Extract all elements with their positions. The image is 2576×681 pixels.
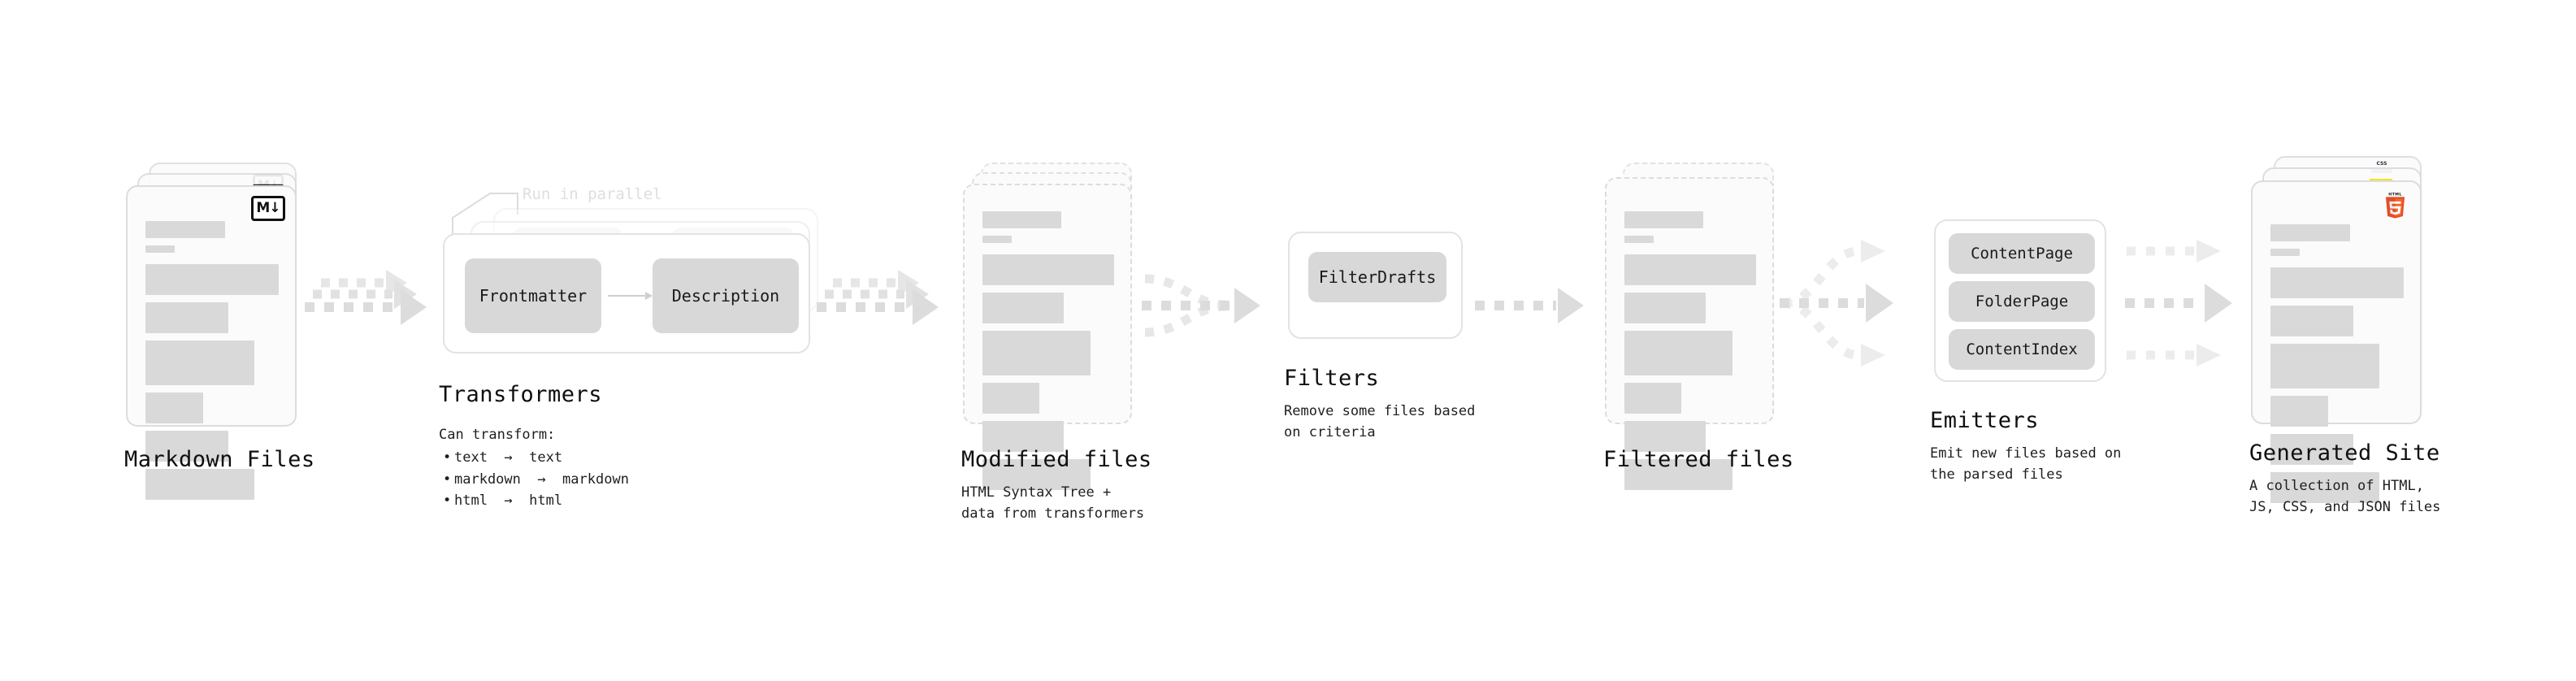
flow-arrow-6 [2125, 240, 2232, 367]
markdown-files-group: M↓ M↓ M↓ Markdown Files [124, 163, 314, 500]
placeholder-bar [145, 221, 226, 238]
transformer-chip-frontmatter[interactable]: Frontmatter [465, 258, 601, 333]
list-item: text → text [443, 447, 629, 469]
placeholder-bar [1624, 236, 1654, 243]
generated-site-caption-2: JS, CSS, and JSON files [2249, 499, 2441, 515]
placeholder-bar [982, 254, 1114, 285]
filtered-files-title: Filtered files [1603, 447, 1794, 472]
transformer-chip-description[interactable]: Description [653, 258, 799, 333]
placeholder-bar [145, 469, 255, 500]
filters-box: FilterDrafts [1288, 232, 1463, 339]
markdown-files-title: Markdown Files [124, 447, 315, 472]
modified-files-title: Modified files [961, 447, 1152, 472]
placeholder-bar [2270, 396, 2328, 427]
generated-card-stack: CSS HTML [2251, 156, 2422, 503]
filters-caption-1: Remove some files based [1284, 403, 1476, 419]
placeholder-bar [145, 340, 255, 385]
emitters-title: Emitters [1930, 408, 2040, 433]
css-icon-label: CSS [2376, 161, 2387, 167]
placeholder-bar [982, 293, 1065, 323]
svg-text:HTML: HTML [2388, 192, 2402, 197]
placeholder-bar [1624, 383, 1681, 414]
placeholder-bar [145, 245, 176, 253]
modified-card-stack [963, 163, 1132, 490]
placeholder-bar [1624, 459, 1733, 490]
placeholder-bar [982, 383, 1039, 414]
placeholder-bar [982, 211, 1062, 228]
parallel-bracket [452, 193, 518, 237]
modified-files-caption-1: HTML Syntax Tree + [961, 484, 1112, 501]
placeholder-bar [1624, 421, 1706, 452]
placeholder-bar [1624, 254, 1756, 285]
placeholder-bar [2270, 434, 2353, 465]
placeholder-bar [145, 264, 279, 295]
filtered-card-stack [1605, 163, 1774, 490]
list-item: markdown → markdown [443, 469, 629, 491]
emitters-box: ContentPage FolderPage ContentIndex [1934, 219, 2106, 382]
list-item: html → html [443, 490, 629, 512]
generated-site-title: Generated Site [2249, 440, 2440, 466]
placeholder-bar [145, 431, 228, 462]
placeholder-bar [982, 236, 1012, 243]
placeholder-bar [1624, 331, 1733, 375]
markdown-card-front: M↓ [126, 185, 297, 500]
generated-site-caption-1: A collection of HTML, [2249, 478, 2424, 494]
html5-icon: HTML [2385, 192, 2405, 219]
flow-arrow-4 [1475, 288, 1584, 323]
emitter-chip-contentindex[interactable]: ContentIndex [1949, 329, 2095, 370]
flow-arrow-1 [305, 270, 427, 325]
markdown-card-stack: M↓ M↓ M↓ [126, 163, 297, 500]
emitter-chip-folderpage[interactable]: FolderPage [1949, 281, 2095, 322]
modified-card-front [963, 184, 1132, 490]
card-content-placeholder [2270, 224, 2404, 510]
transformers-caption-list: text → text markdown → markdown html → h… [439, 447, 629, 511]
placeholder-bar [1624, 211, 1704, 228]
placeholder-bar [982, 421, 1065, 452]
placeholder-bar [2270, 224, 2351, 241]
placeholder-bar [982, 459, 1091, 490]
card-content-placeholder [1624, 211, 1756, 497]
placeholder-bar [1624, 293, 1706, 323]
filtered-card-front [1605, 177, 1774, 490]
placeholder-bar [145, 393, 203, 423]
placeholder-bar [145, 302, 228, 333]
emitters-caption-1: Emit new files based on [1930, 445, 2122, 462]
card-content-placeholder [982, 211, 1114, 497]
generated-site-group: CSS HTML [2249, 156, 2440, 515]
generated-card-front-html: HTML [2251, 180, 2422, 503]
filter-chip-filterdrafts[interactable]: FilterDrafts [1308, 252, 1446, 302]
placeholder-bar [2270, 249, 2301, 256]
placeholder-bar [2270, 344, 2380, 388]
markdown-icon: M↓ [251, 196, 285, 221]
placeholder-bar [2270, 306, 2353, 336]
flow-arrow-2 [817, 270, 939, 325]
filters-caption-2: on criteria [1284, 424, 1376, 440]
filters-title: Filters [1284, 366, 1380, 391]
modified-files-group: Modified files HTML Syntax Tree + data f… [961, 163, 1151, 522]
transformers-caption-head: Can transform: [439, 427, 556, 443]
filtered-files-group: Filtered files [1603, 163, 1793, 490]
parallel-label: Run in parallel [523, 185, 662, 203]
emitter-chip-contentpage[interactable]: ContentPage [1949, 233, 2095, 274]
placeholder-bar [982, 331, 1091, 375]
modified-files-caption-2: data from transformers [961, 505, 1145, 522]
placeholder-bar [2270, 267, 2404, 298]
transformer-arrow [608, 292, 653, 300]
transformers-caption: Can transform: text → text markdown → ma… [439, 424, 629, 512]
placeholder-bar [2270, 472, 2380, 503]
card-content-placeholder [145, 221, 279, 507]
emitters-caption-2: the parsed files [1930, 466, 2063, 483]
transformers-title: Transformers [439, 382, 603, 407]
flow-arrow-5 [1780, 240, 1893, 367]
flow-arrow-3 [1142, 274, 1260, 337]
